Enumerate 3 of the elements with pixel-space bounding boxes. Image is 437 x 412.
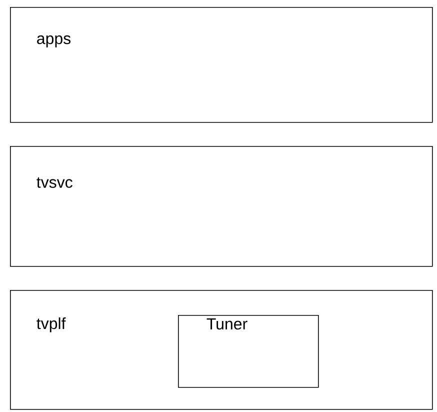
layer-box: tvsvc bbox=[10, 146, 433, 267]
layer-box: apps bbox=[10, 7, 433, 123]
component-box: Tuner bbox=[178, 315, 319, 388]
